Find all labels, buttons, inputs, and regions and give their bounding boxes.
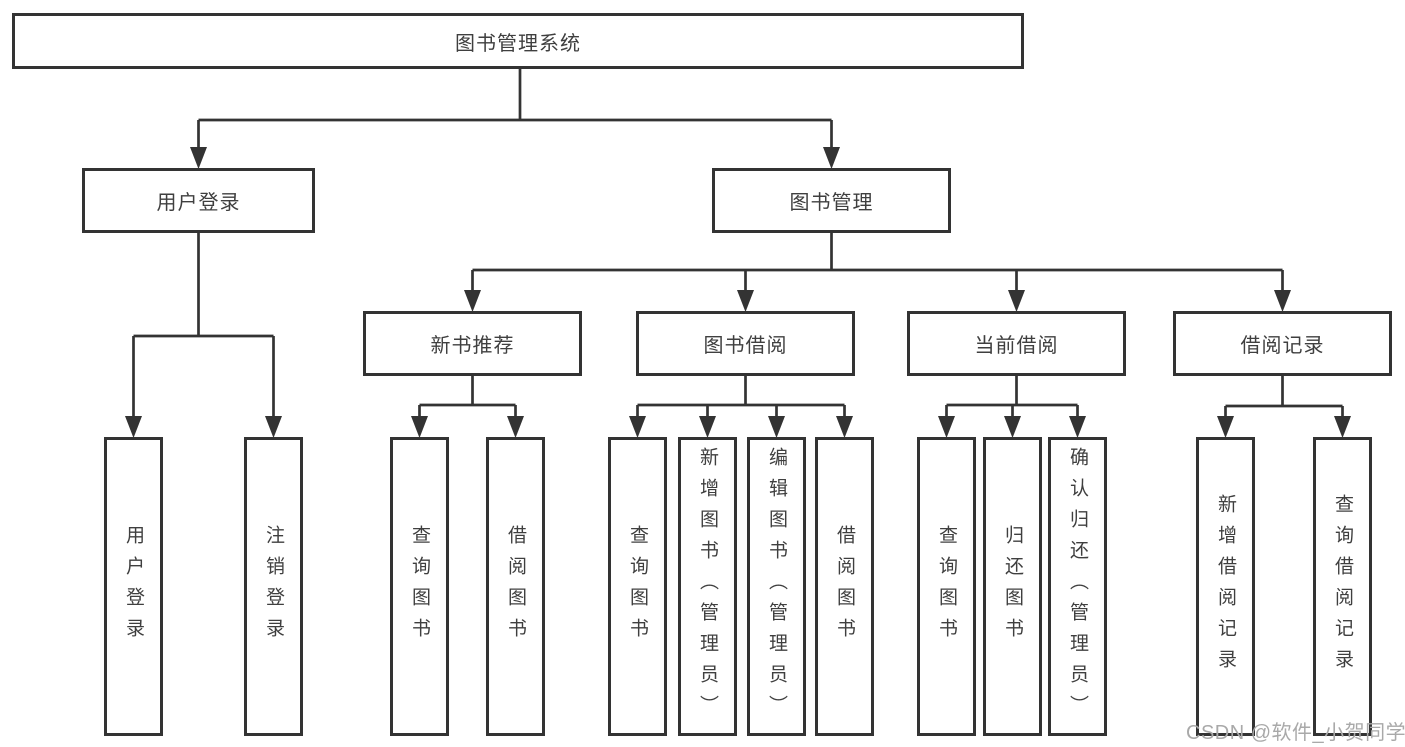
csdn-watermark: CSDN @软件_小贺同学 <box>1186 722 1405 744</box>
connector-paths <box>132 69 1344 418</box>
leaf-query-books-recommend: 查询图书 <box>390 437 449 736</box>
node-current-borrowing: 当前借阅 <box>907 311 1126 376</box>
node-new-book-recommend: 新书推荐 <box>363 311 582 376</box>
leaf-user-login: 用户登录 <box>104 437 163 736</box>
node-library-management-system: 图书管理系统 <box>12 13 1024 69</box>
arrowhead-icons <box>125 147 1351 438</box>
node-book-management: 图书管理 <box>712 168 951 233</box>
leaf-query-books-borrowing: 查询图书 <box>608 437 667 736</box>
leaf-add-borrow-record: 新增借阅记录 <box>1196 437 1255 736</box>
node-book-borrowing: 图书借阅 <box>636 311 855 376</box>
leaf-add-books-admin: 新增图书（管理员） <box>678 437 737 736</box>
leaf-confirm-return-admin: 确认归还（管理员） <box>1048 437 1107 736</box>
leaf-query-borrow-record: 查询借阅记录 <box>1313 437 1372 736</box>
leaf-borrow-books-borrowing: 借阅图书 <box>815 437 874 736</box>
leaf-edit-books-admin: 编辑图书（管理员） <box>747 437 806 736</box>
node-borrowing-records: 借阅记录 <box>1173 311 1392 376</box>
leaf-query-books-current: 查询图书 <box>917 437 976 736</box>
leaf-borrow-books-recommend: 借阅图书 <box>486 437 545 736</box>
node-user-login: 用户登录 <box>82 168 315 233</box>
leaf-return-books: 归还图书 <box>983 437 1042 736</box>
leaf-logout: 注销登录 <box>244 437 303 736</box>
